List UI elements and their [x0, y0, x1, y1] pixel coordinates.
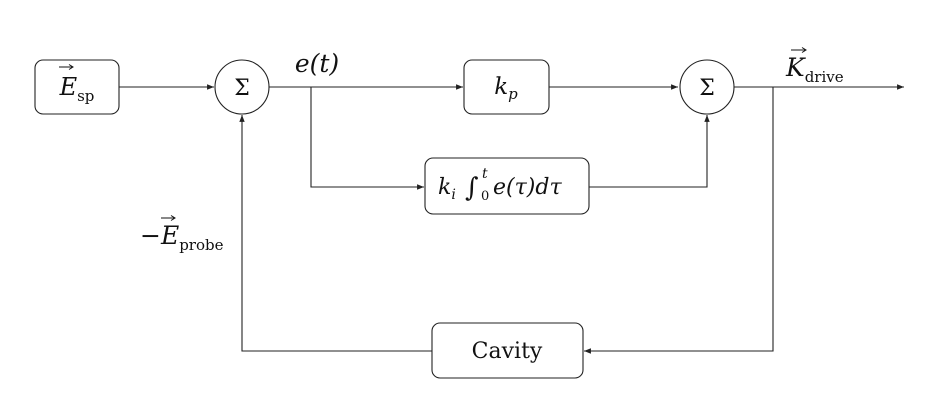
error-signal-label: e(t) [295, 49, 339, 78]
setpoint-symbol: E [59, 73, 78, 101]
setpoint-block: Esp [34, 59, 120, 115]
cavity-block: Cavity [431, 322, 584, 379]
summing-junction-2: Σ [679, 59, 735, 115]
ki-symbol: k [438, 175, 451, 200]
wire-cavity-to-sum1 [239, 115, 432, 352]
kp-symbol: k [494, 74, 508, 100]
drive-output-label: Kdrive [785, 47, 844, 86]
svg-text:Kdrive: Kdrive [785, 53, 844, 86]
svg-text:ki: ki [438, 175, 456, 203]
kp-subscript: p [508, 85, 518, 103]
drive-subscript: drive [805, 68, 844, 86]
probe-subscript: probe [179, 236, 223, 254]
integral-lower-limit: 0 [481, 189, 489, 204]
vector-arrow-icon [59, 64, 74, 70]
sum2-sigma: Σ [699, 76, 715, 101]
vector-arrow-icon [791, 47, 807, 53]
proportional-gain-block: kp [463, 59, 550, 115]
probe-feedback-label: −Eprobe [140, 215, 224, 254]
summing-junction-1: Σ [214, 59, 270, 115]
vector-arrow-icon [161, 215, 176, 221]
probe-symbol: E [160, 221, 179, 250]
signal-wires [119, 84, 904, 354]
integral-sign: ∫ [465, 173, 479, 203]
integral-upper-limit: t [482, 166, 488, 182]
probe-sign: − [140, 221, 161, 250]
cavity-label: Cavity [472, 339, 543, 364]
ki-subscript: i [451, 187, 455, 203]
wire-error-to-integral [310, 87, 424, 190]
svg-text:kp: kp [494, 74, 518, 103]
sum1-sigma: Σ [234, 76, 250, 101]
integral-body: e(τ)dτ [493, 175, 562, 200]
integral-gain-block: ki ∫ 0 t e(τ)dτ [424, 157, 590, 215]
svg-text:Esp: Esp [59, 73, 95, 105]
svg-text:−Eprobe: −Eprobe [140, 221, 224, 254]
wire-drive-to-cavity [584, 87, 774, 354]
wire-integral-to-sum2 [589, 115, 710, 188]
setpoint-subscript: sp [77, 87, 94, 105]
drive-symbol: K [785, 53, 806, 82]
